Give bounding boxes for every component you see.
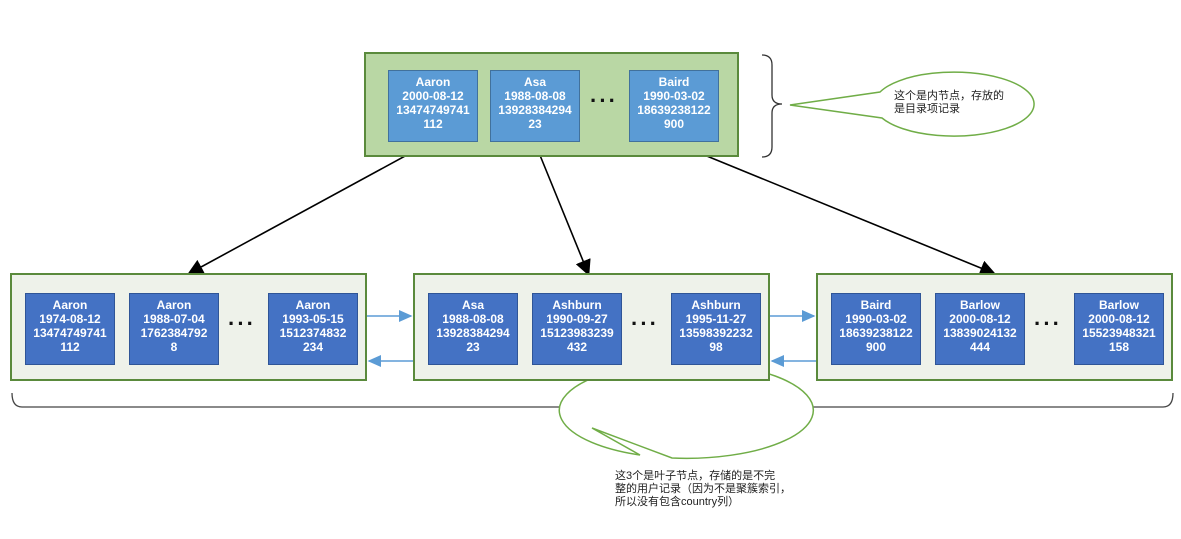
leaf-node-2: Asa 1988-08-08 13928384294 23 Ashburn 19… [413, 273, 770, 381]
record-birthday: 1995-11-27 [685, 312, 747, 326]
record-phone: 13839024132 [943, 326, 1017, 340]
record-birthday: 1974-08-12 [39, 312, 101, 326]
record-name: Aaron [295, 298, 331, 312]
record-id: 432 [566, 340, 588, 354]
inner-record: Baird 1990-03-02 18639238122 900 [629, 70, 719, 142]
inner-callout-bubble [789, 71, 1035, 137]
record-phone: 18639238122 [637, 103, 711, 117]
record-name: Aaron [415, 75, 451, 89]
ellipsis: ··· [228, 311, 256, 336]
record-name: Ashburn [691, 298, 741, 312]
record-birthday: 2000-08-12 [402, 89, 464, 103]
record-name: Baird [658, 75, 690, 89]
callout-line: 这3个是叶子节点，存储的是不完 [615, 470, 776, 482]
record-birthday: 1993-05-15 [282, 312, 344, 326]
record-id: 8 [170, 340, 178, 354]
pointer-arrow-1 [187, 142, 430, 275]
record-birthday: 1990-09-27 [546, 312, 608, 326]
leaf-record: Aaron 1974-08-12 13474749741 112 [25, 293, 115, 365]
record-birthday: 1988-07-04 [143, 312, 205, 326]
record-phone: 15523948321 [1082, 326, 1156, 340]
record-birthday: 1988-08-08 [442, 312, 504, 326]
ellipsis: ··· [590, 88, 618, 113]
leaf-callout-text: 这3个是叶子节点，存储的是不完 整的用户记录（因为不是聚簇索引， 所以没有包含c… [615, 470, 791, 509]
record-birthday: 1990-03-02 [643, 89, 705, 103]
record-id: 158 [1108, 340, 1130, 354]
record-id: 444 [969, 340, 991, 354]
callout-line: 是目录项记录 [894, 103, 960, 115]
record-phone: 1512374832 [279, 326, 347, 340]
record-birthday: 2000-08-12 [1088, 312, 1150, 326]
record-birthday: 2000-08-12 [949, 312, 1011, 326]
leaf-node-3: Baird 1990-03-02 18639238122 900 Barlow … [816, 273, 1173, 381]
record-id: 234 [302, 340, 324, 354]
inner-record: Aaron 2000-08-12 13474749741 112 [388, 70, 478, 142]
record-id: 23 [466, 340, 480, 354]
record-phone: 13928384294 [498, 103, 572, 117]
record-name: Baird [860, 298, 892, 312]
record-page: 900 [663, 117, 685, 131]
record-name: Barlow [959, 298, 1000, 312]
leaf-record: Asa 1988-08-08 13928384294 23 [428, 293, 518, 365]
record-phone: 15123983239 [540, 326, 614, 340]
callout-line: 这个是内节点，存放的 [894, 90, 1004, 102]
record-name: Barlow [1098, 298, 1139, 312]
record-phone: 13928384294 [436, 326, 510, 340]
ellipsis: ··· [1034, 311, 1062, 336]
record-name: Asa [523, 75, 546, 89]
leaf-record: Ashburn 1995-11-27 13598392232 98 [671, 293, 761, 365]
pointer-arrow-2 [534, 142, 591, 276]
leaf-record: Aaron 1988-07-04 1762384792 8 [129, 293, 219, 365]
leaf-record: Aaron 1993-05-15 1512374832 234 [268, 293, 358, 365]
inner-node: Aaron 2000-08-12 13474749741 112 Asa 198… [364, 52, 739, 157]
ellipsis: ··· [631, 311, 659, 336]
leaf-record: Ashburn 1990-09-27 15123983239 432 [532, 293, 622, 365]
callout-line: 整的用户记录（因为不是聚簇索引， [615, 483, 791, 495]
callout-line: 所以没有包含country列） [615, 496, 740, 508]
record-birthday: 1988-08-08 [504, 89, 566, 103]
leaf-record: Barlow 2000-08-12 15523948321 158 [1074, 293, 1164, 365]
inner-record: Asa 1988-08-08 13928384294 23 [490, 70, 580, 142]
record-phone: 18639238122 [839, 326, 913, 340]
pointer-arrow-3 [674, 142, 996, 276]
record-name: Asa [461, 298, 484, 312]
inner-callout-text: 这个是内节点，存放的 是目录项记录 [894, 90, 1004, 116]
record-phone: 13474749741 [33, 326, 107, 340]
record-page: 112 [423, 117, 443, 131]
record-phone: 13598392232 [679, 326, 753, 340]
leaf-record: Barlow 2000-08-12 13839024132 444 [935, 293, 1025, 365]
record-page: 23 [528, 117, 542, 131]
record-name: Ashburn [552, 298, 602, 312]
record-id: 900 [865, 340, 887, 354]
record-phone: 13474749741 [396, 103, 470, 117]
record-id: 112 [60, 340, 80, 354]
record-name: Aaron [156, 298, 192, 312]
record-phone: 1762384792 [140, 326, 208, 340]
leaf-record: Baird 1990-03-02 18639238122 900 [831, 293, 921, 365]
record-birthday: 1990-03-02 [845, 312, 907, 326]
inner-brace [761, 54, 783, 158]
leaf-node-1: Aaron 1974-08-12 13474749741 112 Aaron 1… [10, 273, 367, 381]
record-name: Aaron [52, 298, 88, 312]
record-id: 98 [709, 340, 723, 354]
